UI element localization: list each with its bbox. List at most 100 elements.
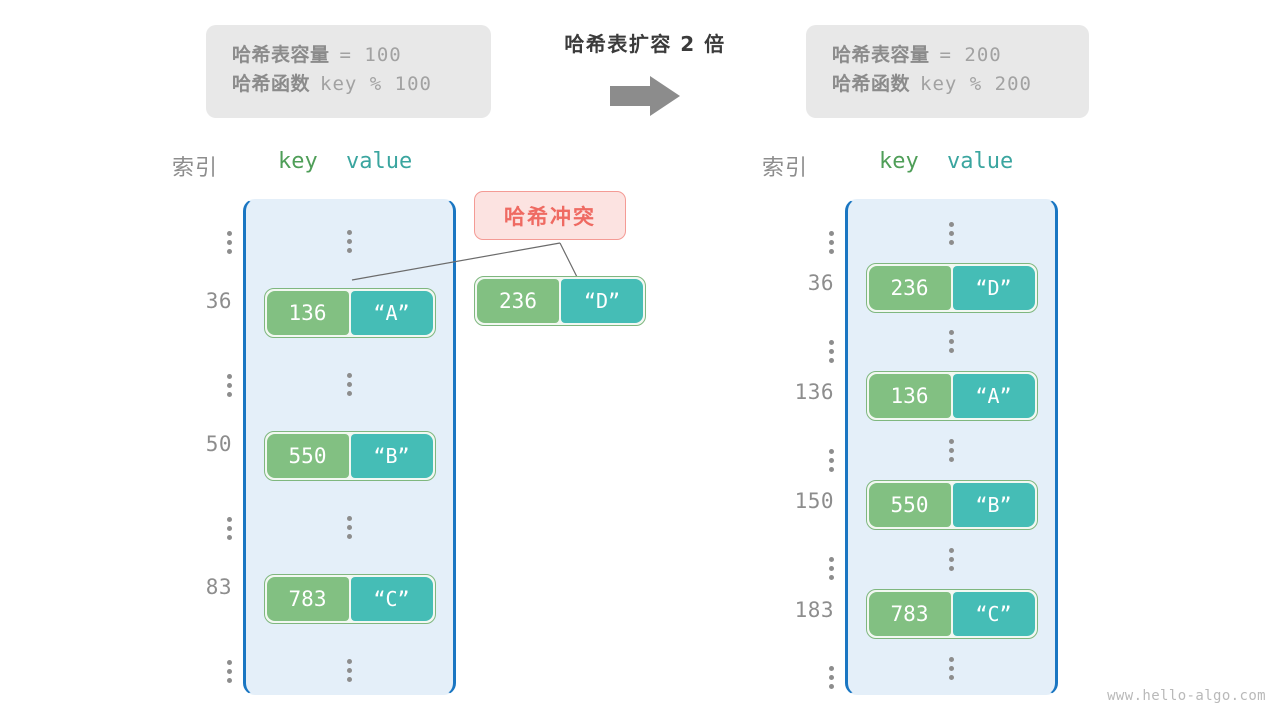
key-cell: 783 (868, 591, 951, 636)
value-cell: “C” (952, 591, 1035, 636)
row-ellipsis-icon (949, 548, 954, 572)
function-value: key % 200 (920, 73, 1032, 96)
row-index-label (744, 217, 834, 254)
status-badge-collision: 哈希冲突 (474, 191, 626, 240)
row-index-ellipsis-icon (227, 517, 232, 540)
key-value-pair: 783“C” (263, 574, 436, 625)
capacity-label: 哈希表容量 (832, 44, 930, 66)
row-index-label (744, 326, 834, 363)
row-index-label: 150 (794, 489, 834, 513)
function-label: 哈希函数 (232, 73, 311, 96)
right-arrow-icon (610, 76, 680, 116)
info-box-before: 哈希表容量 = 100 哈希函数 key % 100 (206, 25, 491, 118)
table-row (243, 635, 456, 707)
function-line-before: 哈希函数 key % 100 (232, 70, 465, 99)
row-index-label (744, 435, 834, 472)
info-box-after: 哈希表容量 = 200 哈希函数 key % 200 (806, 25, 1089, 118)
row-ellipsis-icon (949, 330, 954, 354)
key-cell: 236 (477, 279, 559, 323)
table-row[interactable]: 783“C” (243, 564, 456, 636)
value-cell: “C” (350, 577, 433, 622)
row-ellipsis-icon (347, 516, 352, 540)
header-key-left: key (278, 149, 318, 174)
value-cell: “B” (350, 434, 433, 479)
key-cell: 550 (868, 483, 951, 528)
row-index-label: 36 (807, 271, 834, 296)
capacity-value: = 100 (339, 44, 402, 66)
key-value-pair: 783“C” (865, 588, 1038, 639)
value-cell: “D” (952, 265, 1035, 310)
table-row[interactable]: 550“B” (243, 421, 456, 493)
header-index-left: 索引 (172, 156, 219, 181)
header-index-right: 索引 (762, 156, 809, 181)
function-value: key % 100 (320, 73, 432, 96)
table-row (243, 349, 456, 421)
table-row (845, 424, 1058, 478)
key-cell: 136 (868, 374, 951, 419)
header-value-left: value (346, 149, 413, 174)
row-index-label (142, 503, 232, 540)
row-index-label: 83 (205, 574, 232, 599)
row-ellipsis-icon (949, 221, 954, 245)
table-row (243, 492, 456, 564)
key-cell: 236 (868, 265, 951, 310)
value-cell: “A” (952, 374, 1035, 419)
row-index-label: 50 (205, 431, 232, 456)
row-index-ellipsis-icon (227, 374, 232, 397)
row-ellipsis-icon (347, 230, 352, 254)
key-cell: 136 (266, 291, 349, 336)
key-cell: 783 (266, 577, 349, 622)
table-row (845, 532, 1058, 586)
table-row (845, 206, 1058, 260)
key-value-pair: 236 “D” (474, 276, 646, 326)
row-index-label (744, 543, 834, 581)
row-index-ellipsis-icon (829, 231, 834, 254)
key-value-pair: 136“A” (263, 288, 436, 339)
key-cell: 550 (266, 434, 349, 479)
connector-to-left-entry (351, 242, 561, 281)
row-index-label (142, 217, 232, 254)
table-row (243, 206, 456, 278)
row-index-label: 183 (794, 597, 834, 622)
connector-to-floating-entry (559, 242, 579, 280)
row-index-ellipsis-icon (227, 231, 232, 254)
header-value-right: value (947, 149, 1014, 174)
row-index-label (744, 652, 834, 690)
key-value-pair: 136“A” (865, 371, 1038, 422)
transition-arrow-wrap (520, 74, 770, 122)
table-row[interactable]: 136“A” (243, 278, 456, 350)
header-key-right: key (879, 149, 919, 174)
key-value-pair: 550“B” (263, 431, 436, 482)
watermark: www.hello-algo.com (1107, 688, 1266, 704)
row-index-ellipsis-icon (829, 448, 834, 472)
key-value-pair: 550“B” (865, 480, 1038, 531)
capacity-line-after: 哈希表容量 = 200 (832, 41, 1063, 70)
row-index-label (142, 360, 232, 397)
row-index-label (142, 646, 232, 683)
row-index-ellipsis-icon (227, 660, 232, 683)
row-index-ellipsis-icon (829, 557, 834, 581)
row-ellipsis-icon (347, 659, 352, 683)
row-ellipsis-icon (347, 373, 352, 397)
table-row (845, 641, 1058, 695)
capacity-value: = 200 (939, 44, 1002, 66)
function-label: 哈希函数 (832, 73, 911, 96)
table-row[interactable]: 236“D” (845, 260, 1058, 314)
row-index-ellipsis-icon (829, 339, 834, 363)
value-cell: “B” (952, 483, 1035, 528)
table-row[interactable]: 136“A” (845, 369, 1058, 423)
row-index-label: 136 (794, 380, 834, 405)
row-ellipsis-icon (949, 439, 954, 463)
page-title: 哈希表扩容 2 倍 (564, 32, 726, 56)
function-line-after: 哈希函数 key % 200 (832, 70, 1063, 99)
table-row[interactable]: 550“B” (845, 478, 1058, 532)
row-ellipsis-icon (949, 656, 954, 680)
capacity-label: 哈希表容量 (232, 44, 330, 66)
collided-entry[interactable]: 236 “D” (474, 276, 646, 326)
table-row (845, 315, 1058, 369)
table-row[interactable]: 783“C” (845, 587, 1058, 641)
row-index-ellipsis-icon (829, 666, 834, 690)
value-cell: “A” (350, 291, 433, 336)
